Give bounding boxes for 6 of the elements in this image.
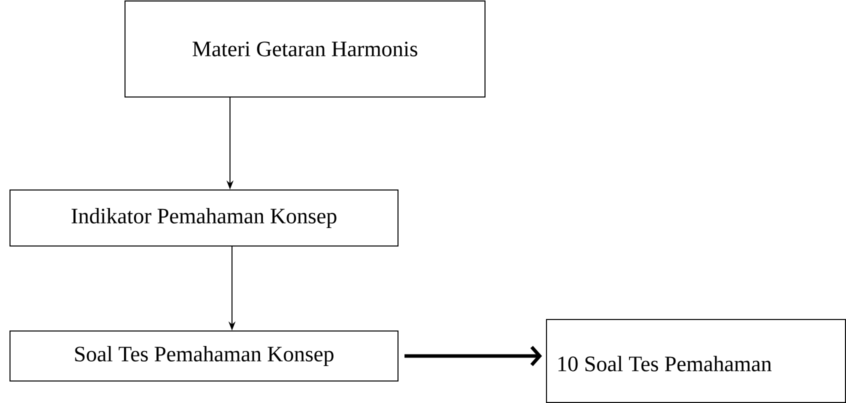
- process-box: Soal Tes Pemahaman Konsep: [10, 330, 398, 382]
- process-box: Materi Getaran Harmonis: [124, 0, 486, 98]
- process-box: Indikator Pemahaman Konsep: [10, 189, 398, 246]
- process-box: [546, 318, 846, 403]
- arrow: [404, 346, 542, 366]
- box-text: 10 Soal Tes Pemahaman: [558, 356, 772, 372]
